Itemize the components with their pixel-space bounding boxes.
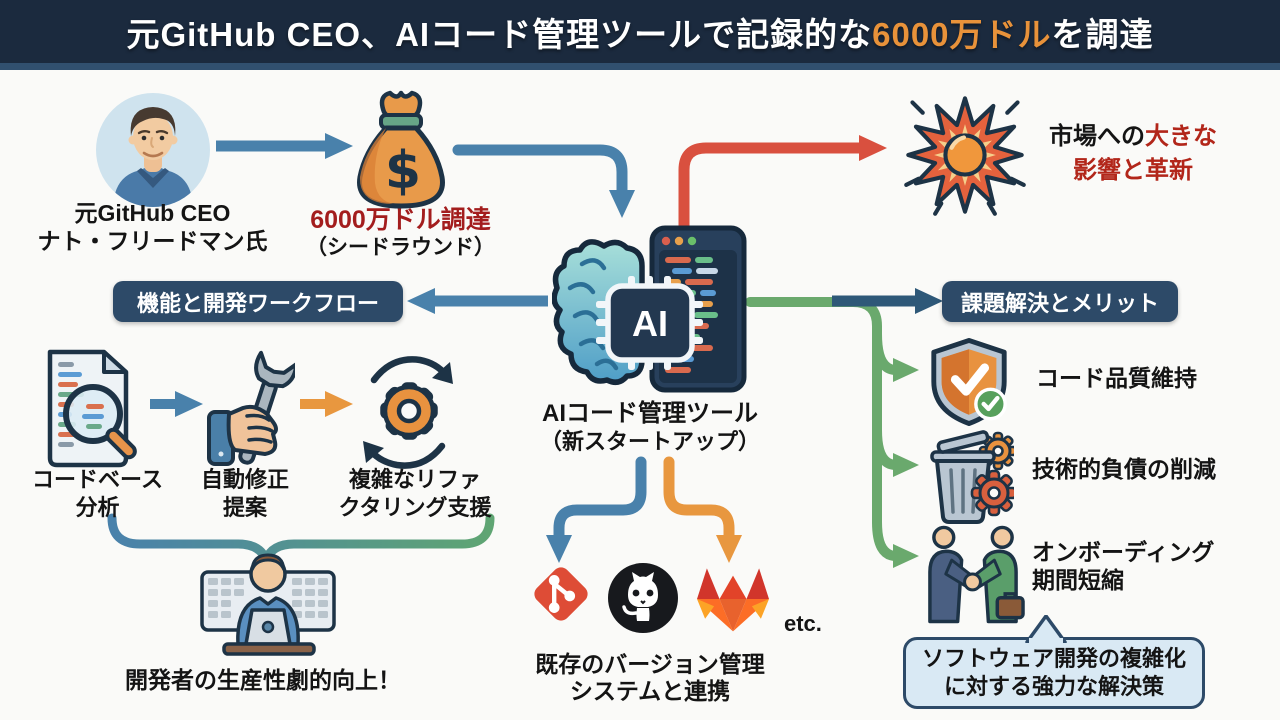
refactoring-icon bbox=[352, 342, 464, 482]
git-icon bbox=[527, 560, 595, 628]
ai-tool-label: AIコード管理ツール （新スタートアップ） bbox=[539, 400, 760, 454]
codebase-analysis-icon bbox=[38, 342, 138, 482]
benefit-3-label: オンボーディング期間短縮 bbox=[1032, 539, 1215, 593]
title-bar: 元GitHub CEO、AIコード管理ツールで記録的な6000万ドルを調達 bbox=[0, 0, 1280, 70]
gitlab-icon bbox=[691, 563, 775, 635]
explosion-icon bbox=[898, 88, 1032, 222]
arrow-tool-to-gitlab bbox=[663, 456, 742, 563]
trash-gears-icon bbox=[918, 428, 1014, 528]
developer-label: 開発者の生産性劇的向上！ bbox=[125, 667, 401, 693]
right-section-banner: 課題解決とメリット bbox=[942, 281, 1178, 322]
avatar bbox=[95, 92, 211, 208]
left-section-banner: 機能と開発ワークフロー bbox=[113, 281, 403, 322]
market-impact-label: 市場への大きな 影響と革新 bbox=[1049, 123, 1217, 184]
arrow-tool-to-git bbox=[546, 456, 647, 563]
ai-chip-label: AI bbox=[632, 303, 668, 344]
funding-label: 6000万ドル調達 （シードラウンド） bbox=[306, 206, 495, 259]
bubble-pointer bbox=[1025, 615, 1067, 643]
vcs-label: 既存のバージョン管理システムと連携 bbox=[535, 651, 765, 704]
developer-icon bbox=[200, 552, 336, 664]
feature-3-label: 複雑なリファクタリング支援 bbox=[338, 467, 492, 520]
money-bag-icon: $ bbox=[345, 88, 457, 212]
etc-label: etc. bbox=[784, 611, 822, 636]
arrow-benefit-1 bbox=[872, 333, 919, 382]
arrow-tool-to-market bbox=[678, 135, 887, 232]
ai-tool-icon: AI bbox=[552, 224, 747, 396]
shield-check-icon bbox=[925, 334, 1013, 430]
feature-2-label: 自動修正提案 bbox=[200, 467, 289, 520]
arrow-benefit-2 bbox=[872, 429, 919, 477]
github-icon bbox=[606, 561, 680, 635]
dollar-symbol: $ bbox=[385, 141, 421, 201]
benefit-2-label: 技術的負債の削減 bbox=[1032, 456, 1216, 482]
arrow-funding-to-tool bbox=[452, 144, 635, 218]
ai-chip: AI bbox=[596, 276, 703, 370]
benefit-1-label: コード品質維持 bbox=[1036, 365, 1197, 391]
avatar-portrait-icon bbox=[96, 93, 210, 207]
title-highlight: 6000万ドル bbox=[872, 15, 1052, 53]
arrow-benefit-3 bbox=[872, 521, 919, 568]
feature-1-label: コードベース分析 bbox=[32, 467, 163, 520]
page-title: 元GitHub CEO、AIコード管理ツールで記録的な6000万ドルを調達 bbox=[126, 15, 1154, 53]
handshake-icon bbox=[922, 524, 1026, 624]
conclusion-bubble: ソフトウェア開発の複雑化 に対する強力な解決策 bbox=[903, 615, 1205, 709]
auto-fix-icon bbox=[203, 350, 295, 478]
